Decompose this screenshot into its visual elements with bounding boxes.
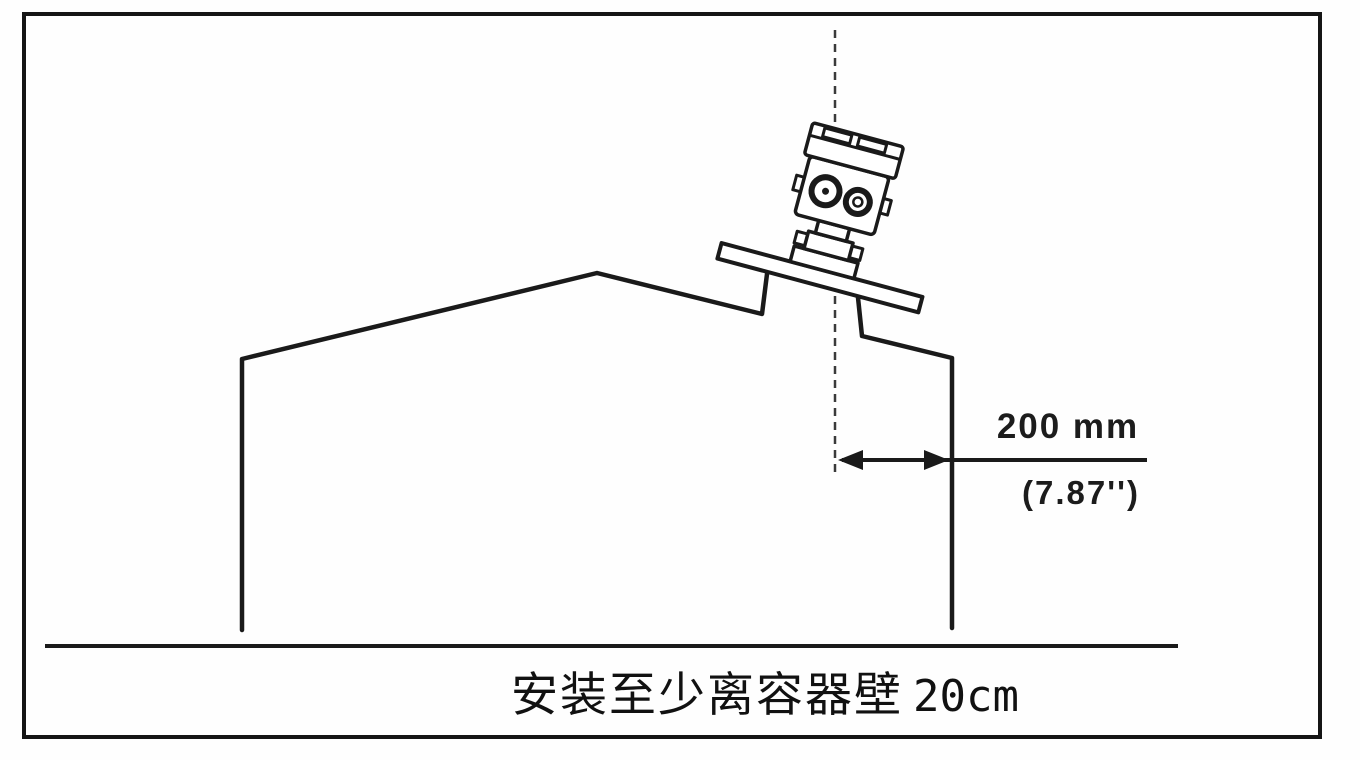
- tank-outline: [239, 263, 955, 633]
- caption-measurement: 20cm: [913, 671, 1019, 722]
- radar-level-transmitter: [715, 121, 925, 315]
- figure-border: [22, 12, 1322, 739]
- dimension-arrow: [838, 450, 1147, 470]
- dimension-value-inch: (7.87''): [1022, 474, 1140, 511]
- caption-chinese: 安装至少离容器壁: [511, 670, 904, 722]
- dimension-value-mm: 200 mm: [996, 407, 1140, 446]
